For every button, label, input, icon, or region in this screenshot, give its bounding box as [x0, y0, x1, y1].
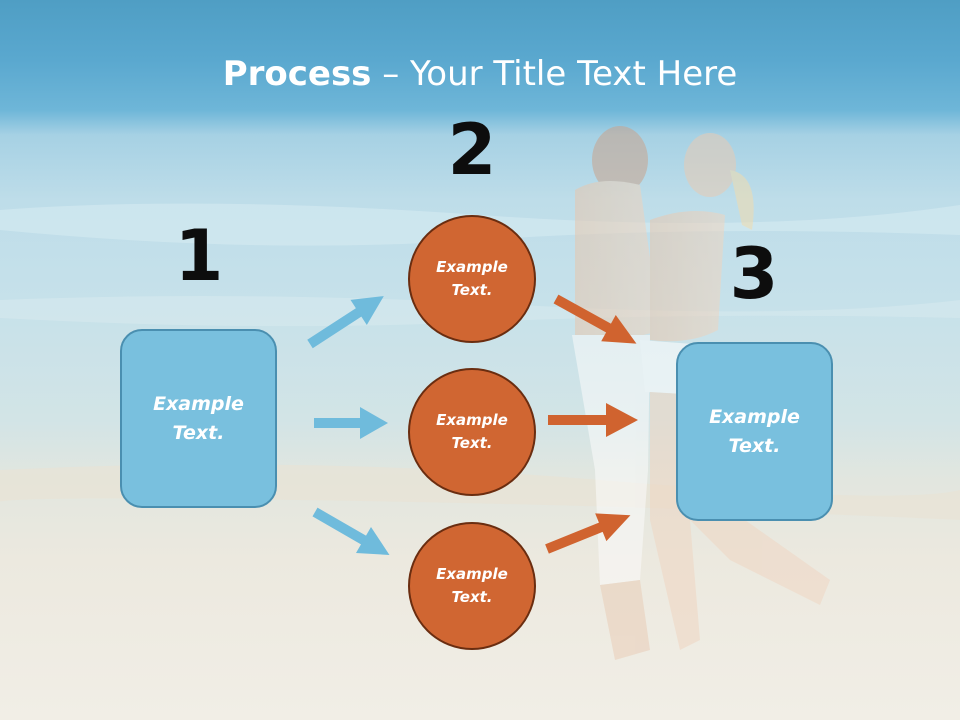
title-rest-text: – Your Title Text Here — [371, 54, 738, 94]
circle-label: Example Text. — [436, 565, 508, 606]
process-circle-top: Example Text. — [408, 215, 536, 343]
orange-arrow-down — [553, 294, 637, 344]
input-box: Example Text. — [120, 329, 277, 508]
input-box-label: Example Text. — [153, 392, 244, 444]
blue-arrow-straight — [314, 407, 388, 439]
slide-title: Process – Your Title Text Here — [0, 52, 960, 96]
process-circle-bottom: Example Text. — [408, 522, 536, 650]
step-number-1: 1 — [174, 215, 224, 297]
circle-label: Example Text. — [436, 258, 508, 299]
circle-label: Example Text. — [436, 411, 508, 452]
step-number-2: 2 — [447, 109, 497, 191]
step-number-3: 3 — [729, 233, 779, 315]
orange-arrow-straight — [548, 403, 638, 437]
title-bold-text: Process — [222, 54, 372, 94]
process-circle-middle: Example Text. — [408, 368, 536, 496]
blue-arrow-down — [312, 507, 390, 555]
output-box: Example Text. — [676, 342, 833, 521]
orange-arrow-up — [545, 513, 631, 554]
output-box-label: Example Text. — [709, 405, 800, 457]
blue-arrow-up — [307, 296, 384, 349]
